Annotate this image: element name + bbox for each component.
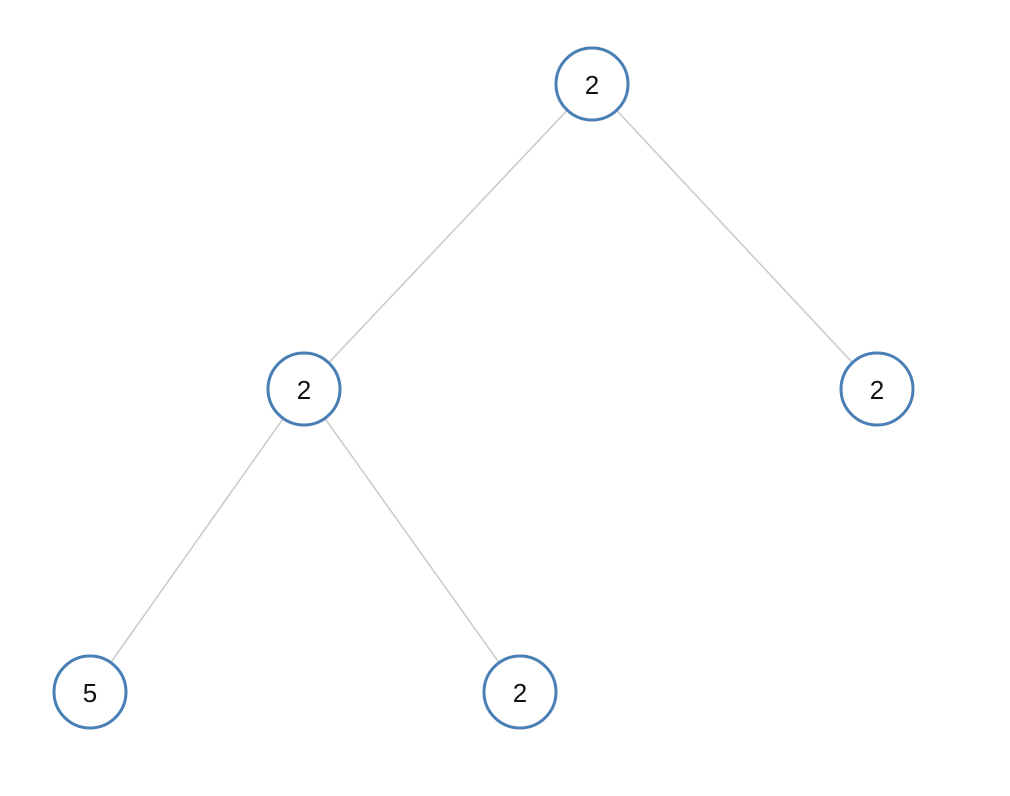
edge-root-left [327,109,569,364]
node-label-root: 2 [585,70,599,100]
node-circle-left-right[interactable] [482,654,558,730]
node-circle-left-left[interactable] [52,654,128,730]
edge-left-leftright [324,417,500,664]
tree-node-left-left[interactable]: 5 [52,654,128,730]
edges-layer [109,109,854,664]
node-label-left-right: 2 [513,678,527,708]
node-label-left-left: 5 [83,678,97,708]
nodes-layer: 2 2 2 5 2 [52,46,915,730]
tree-node-left-right[interactable]: 2 [482,654,558,730]
node-circle-root[interactable] [554,46,630,122]
node-circle-left[interactable] [266,351,342,427]
node-label-right: 2 [870,375,884,405]
tree-node-right[interactable]: 2 [839,351,915,427]
edge-root-right [615,109,854,364]
node-label-left: 2 [297,375,311,405]
edge-left-leftleft [109,417,285,664]
tree-node-root[interactable]: 2 [554,46,630,122]
tree-node-left[interactable]: 2 [266,351,342,427]
node-circle-right[interactable] [839,351,915,427]
